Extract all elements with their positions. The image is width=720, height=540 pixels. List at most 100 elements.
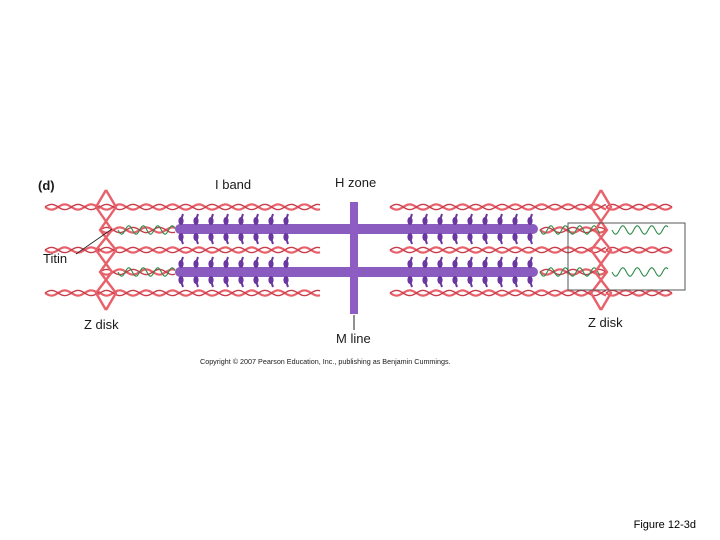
titin-springs [117,225,669,277]
myosin-head [253,233,259,241]
actin-strand [44,246,101,254]
myosin-head [452,276,458,284]
myosin-head [223,233,229,241]
actin-strand [44,203,101,211]
zoom-box [567,222,686,291]
actin-strand [389,203,607,211]
myosin-head [467,260,473,268]
actin-strand [389,289,607,297]
myosin-head [238,260,244,268]
myosin-head [437,260,443,268]
myosin-head [497,217,503,225]
titin-coil [611,267,669,277]
myosin-head [283,260,289,268]
myosin-head [482,233,488,241]
myosin-head [238,233,244,241]
panel-label: (d) [38,178,55,193]
myosin-head [407,217,413,225]
actin-strand [44,289,101,297]
titin-coil [539,267,601,277]
z-disk-left-label: Z disk [84,317,119,332]
myosin-head [268,276,274,284]
actin-strand [605,246,673,254]
myosin-head [253,260,259,268]
actin-strand [44,246,101,254]
myosin-head [238,276,244,284]
myosin-head [437,217,443,225]
myosin-head [497,276,503,284]
myosin-head [467,276,473,284]
z-disk-right-label: Z disk [588,315,623,330]
myosin-head [208,233,214,241]
myosin-head [283,276,289,284]
figure-caption: Figure 12-3d [633,519,696,531]
myosin-head [208,276,214,284]
actin-strand [389,246,607,254]
myosin-head [407,233,413,241]
actin-strand [99,203,321,211]
myosin-head [467,217,473,225]
myosin-head [238,217,244,225]
actin-strand [605,289,673,297]
actin-strand [99,289,321,297]
actin-strand [99,203,321,211]
myosin-head [193,233,199,241]
myosin-head [193,276,199,284]
myosin-head [452,233,458,241]
myosin-head [208,217,214,225]
myosin-head [223,260,229,268]
myosin-head [193,217,199,225]
actin-strand [605,246,673,254]
actin-strand [389,289,607,297]
i-band-label: I band [215,177,251,192]
myosin-head [497,233,503,241]
titin-coil [117,267,176,277]
myosin-head [422,233,428,241]
myosin-head [497,260,503,268]
titin-coil [539,225,601,235]
myosin-head [253,276,259,284]
actin-strand [44,203,101,211]
myosin-head [512,233,518,241]
myosin-head [193,260,199,268]
actin-strand [605,203,673,211]
myosin-head [437,276,443,284]
myosin-head [178,217,184,225]
myosin-head [268,217,274,225]
m-line-label: M line [336,331,371,346]
myosin-head [178,276,184,284]
titin-label: Titin [43,251,67,266]
actin-strand [99,246,321,254]
actin-filaments [44,203,673,297]
myosin-head [452,260,458,268]
actin-strand [389,246,607,254]
h-zone-label: H zone [335,175,376,190]
myosin-head [283,233,289,241]
actin-strand [605,203,673,211]
myosin-head [422,260,428,268]
myosin-head [407,276,413,284]
myosin-head [178,260,184,268]
myosin-head [422,217,428,225]
myosin-head [482,276,488,284]
titin-coil [117,225,176,235]
myosin-head [223,217,229,225]
myosin-head [223,276,229,284]
actin-strand [44,289,101,297]
titin-coil [611,225,669,235]
m-line-bar [350,202,358,314]
titin-pointer [75,228,113,255]
myosin-head [407,260,413,268]
actin-strand [99,289,321,297]
copyright-text: Copyright © 2007 Pearson Education, Inc.… [200,357,451,366]
myosin-head [467,233,473,241]
myosin-head [437,233,443,241]
z-disk-line [94,189,114,311]
actin-strand [99,246,321,254]
myosin-head [422,276,428,284]
z-disks [94,189,613,311]
myosin-head [253,217,259,225]
myosin-head [268,233,274,241]
myosin-head [527,260,533,268]
